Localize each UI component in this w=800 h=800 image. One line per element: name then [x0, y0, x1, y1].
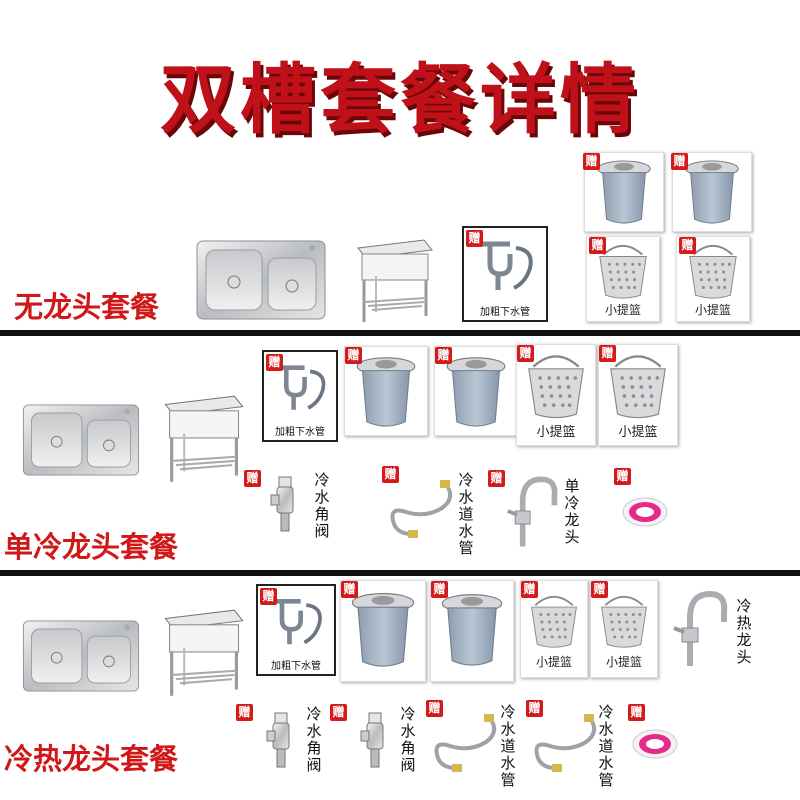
water-hose-label: 冷水道水管 [598, 703, 614, 789]
sealing-tape-image [620, 490, 670, 530]
gift-badge: 赠 [260, 588, 277, 605]
gift-badge: 赠 [517, 345, 534, 362]
gift-badge: 赠 [382, 466, 399, 483]
basket-label: 小提篮 [604, 303, 641, 317]
gift-badge: 赠 [583, 153, 600, 170]
basket-label: 小提篮 [536, 425, 576, 440]
strainer-card: 赠 [434, 346, 518, 436]
gift-badge: 赠 [345, 347, 362, 364]
double-sink-image [196, 240, 326, 320]
basket-card: 小提篮 赠 [586, 236, 660, 322]
hot-cold-faucet-image [670, 584, 730, 674]
gift-badge: 赠 [244, 470, 261, 487]
angle-valve-label: 冷水角阀 [400, 705, 416, 774]
water-hose-image [530, 712, 600, 772]
gift-badge: 赠 [236, 704, 253, 721]
drain-pipe-card: 赠 加粗下水管 [256, 584, 336, 676]
drain-pipe-label: 加粗下水管 [271, 661, 321, 672]
basket-card: 小提篮 赠 [598, 344, 678, 446]
basket-card: 小提篮 赠 [676, 236, 750, 322]
gift-badge: 赠 [435, 347, 452, 364]
drain-pipe-card: 赠 加粗下水管 [262, 350, 338, 442]
water-hose-label: 冷水道水管 [500, 703, 516, 789]
package-label-no-faucet: 无龙头套餐 [14, 290, 160, 324]
strainer-card: 赠 [430, 580, 514, 682]
gift-badge: 赠 [591, 581, 608, 598]
gift-badge: 赠 [614, 468, 631, 485]
water-hose-label: 冷水道水管 [458, 471, 474, 557]
water-hose-image [430, 712, 500, 772]
strainer-card: 赠 [340, 580, 426, 682]
gift-badge: 赠 [330, 704, 347, 721]
angle-valve-image [266, 708, 302, 778]
basket-label: 小提篮 [694, 303, 731, 317]
gift-badge: 赠 [628, 704, 645, 721]
angle-valve-label: 冷水角阀 [314, 471, 330, 540]
drain-pipe-label: 加粗下水管 [275, 427, 325, 438]
angle-valve-image [360, 708, 396, 778]
gift-badge: 赠 [521, 581, 538, 598]
drain-pipe-label: 加粗下水管 [480, 307, 530, 318]
sink-stand-image [160, 392, 246, 486]
gift-badge: 赠 [488, 470, 505, 487]
hot-cold-faucet-label: 冷热龙头 [736, 597, 752, 666]
gift-badge: 赠 [431, 581, 448, 598]
gift-badge: 赠 [599, 345, 616, 362]
gift-badge: 赠 [341, 581, 358, 598]
page-title: 双槽套餐详情 [160, 55, 640, 144]
water-hose-image [386, 478, 456, 538]
basket-label: 小提篮 [535, 655, 572, 669]
cold-faucet-image [504, 472, 560, 552]
gift-badge: 赠 [266, 354, 283, 371]
strainer-card: 赠 [583, 152, 664, 232]
package-label-cold-faucet: 单冷龙头套餐 [4, 530, 179, 564]
double-sink-image [22, 404, 140, 476]
cold-faucet-label: 单冷龙头 [564, 477, 580, 546]
basket-card: 小提篮 赠 [520, 580, 588, 678]
gift-badge: 赠 [466, 230, 483, 247]
section-divider [0, 330, 800, 336]
gift-badge: 赠 [526, 700, 543, 717]
angle-valve-image [270, 474, 310, 540]
sealing-tape-image [630, 722, 680, 762]
basket-card: 小提篮 赠 [590, 580, 658, 678]
drain-pipe-card: 赠 加粗下水管 [462, 226, 548, 322]
gift-badge: 赠 [589, 237, 606, 254]
basket-label: 小提篮 [618, 425, 658, 440]
sink-stand-image [160, 606, 246, 700]
package-label-hot-cold-faucet: 冷热龙头套餐 [4, 742, 179, 776]
angle-valve-label: 冷水角阀 [306, 705, 322, 774]
double-sink-image [22, 620, 140, 692]
strainer-card: 赠 [344, 346, 428, 436]
gift-badge: 赠 [671, 153, 688, 170]
section-divider [0, 570, 800, 576]
sink-stand-image [354, 236, 434, 326]
basket-card: 小提篮 赠 [516, 344, 596, 446]
basket-label: 小提篮 [605, 655, 642, 669]
gift-badge: 赠 [679, 237, 696, 254]
gift-badge: 赠 [426, 700, 443, 717]
strainer-card: 赠 [671, 152, 752, 232]
